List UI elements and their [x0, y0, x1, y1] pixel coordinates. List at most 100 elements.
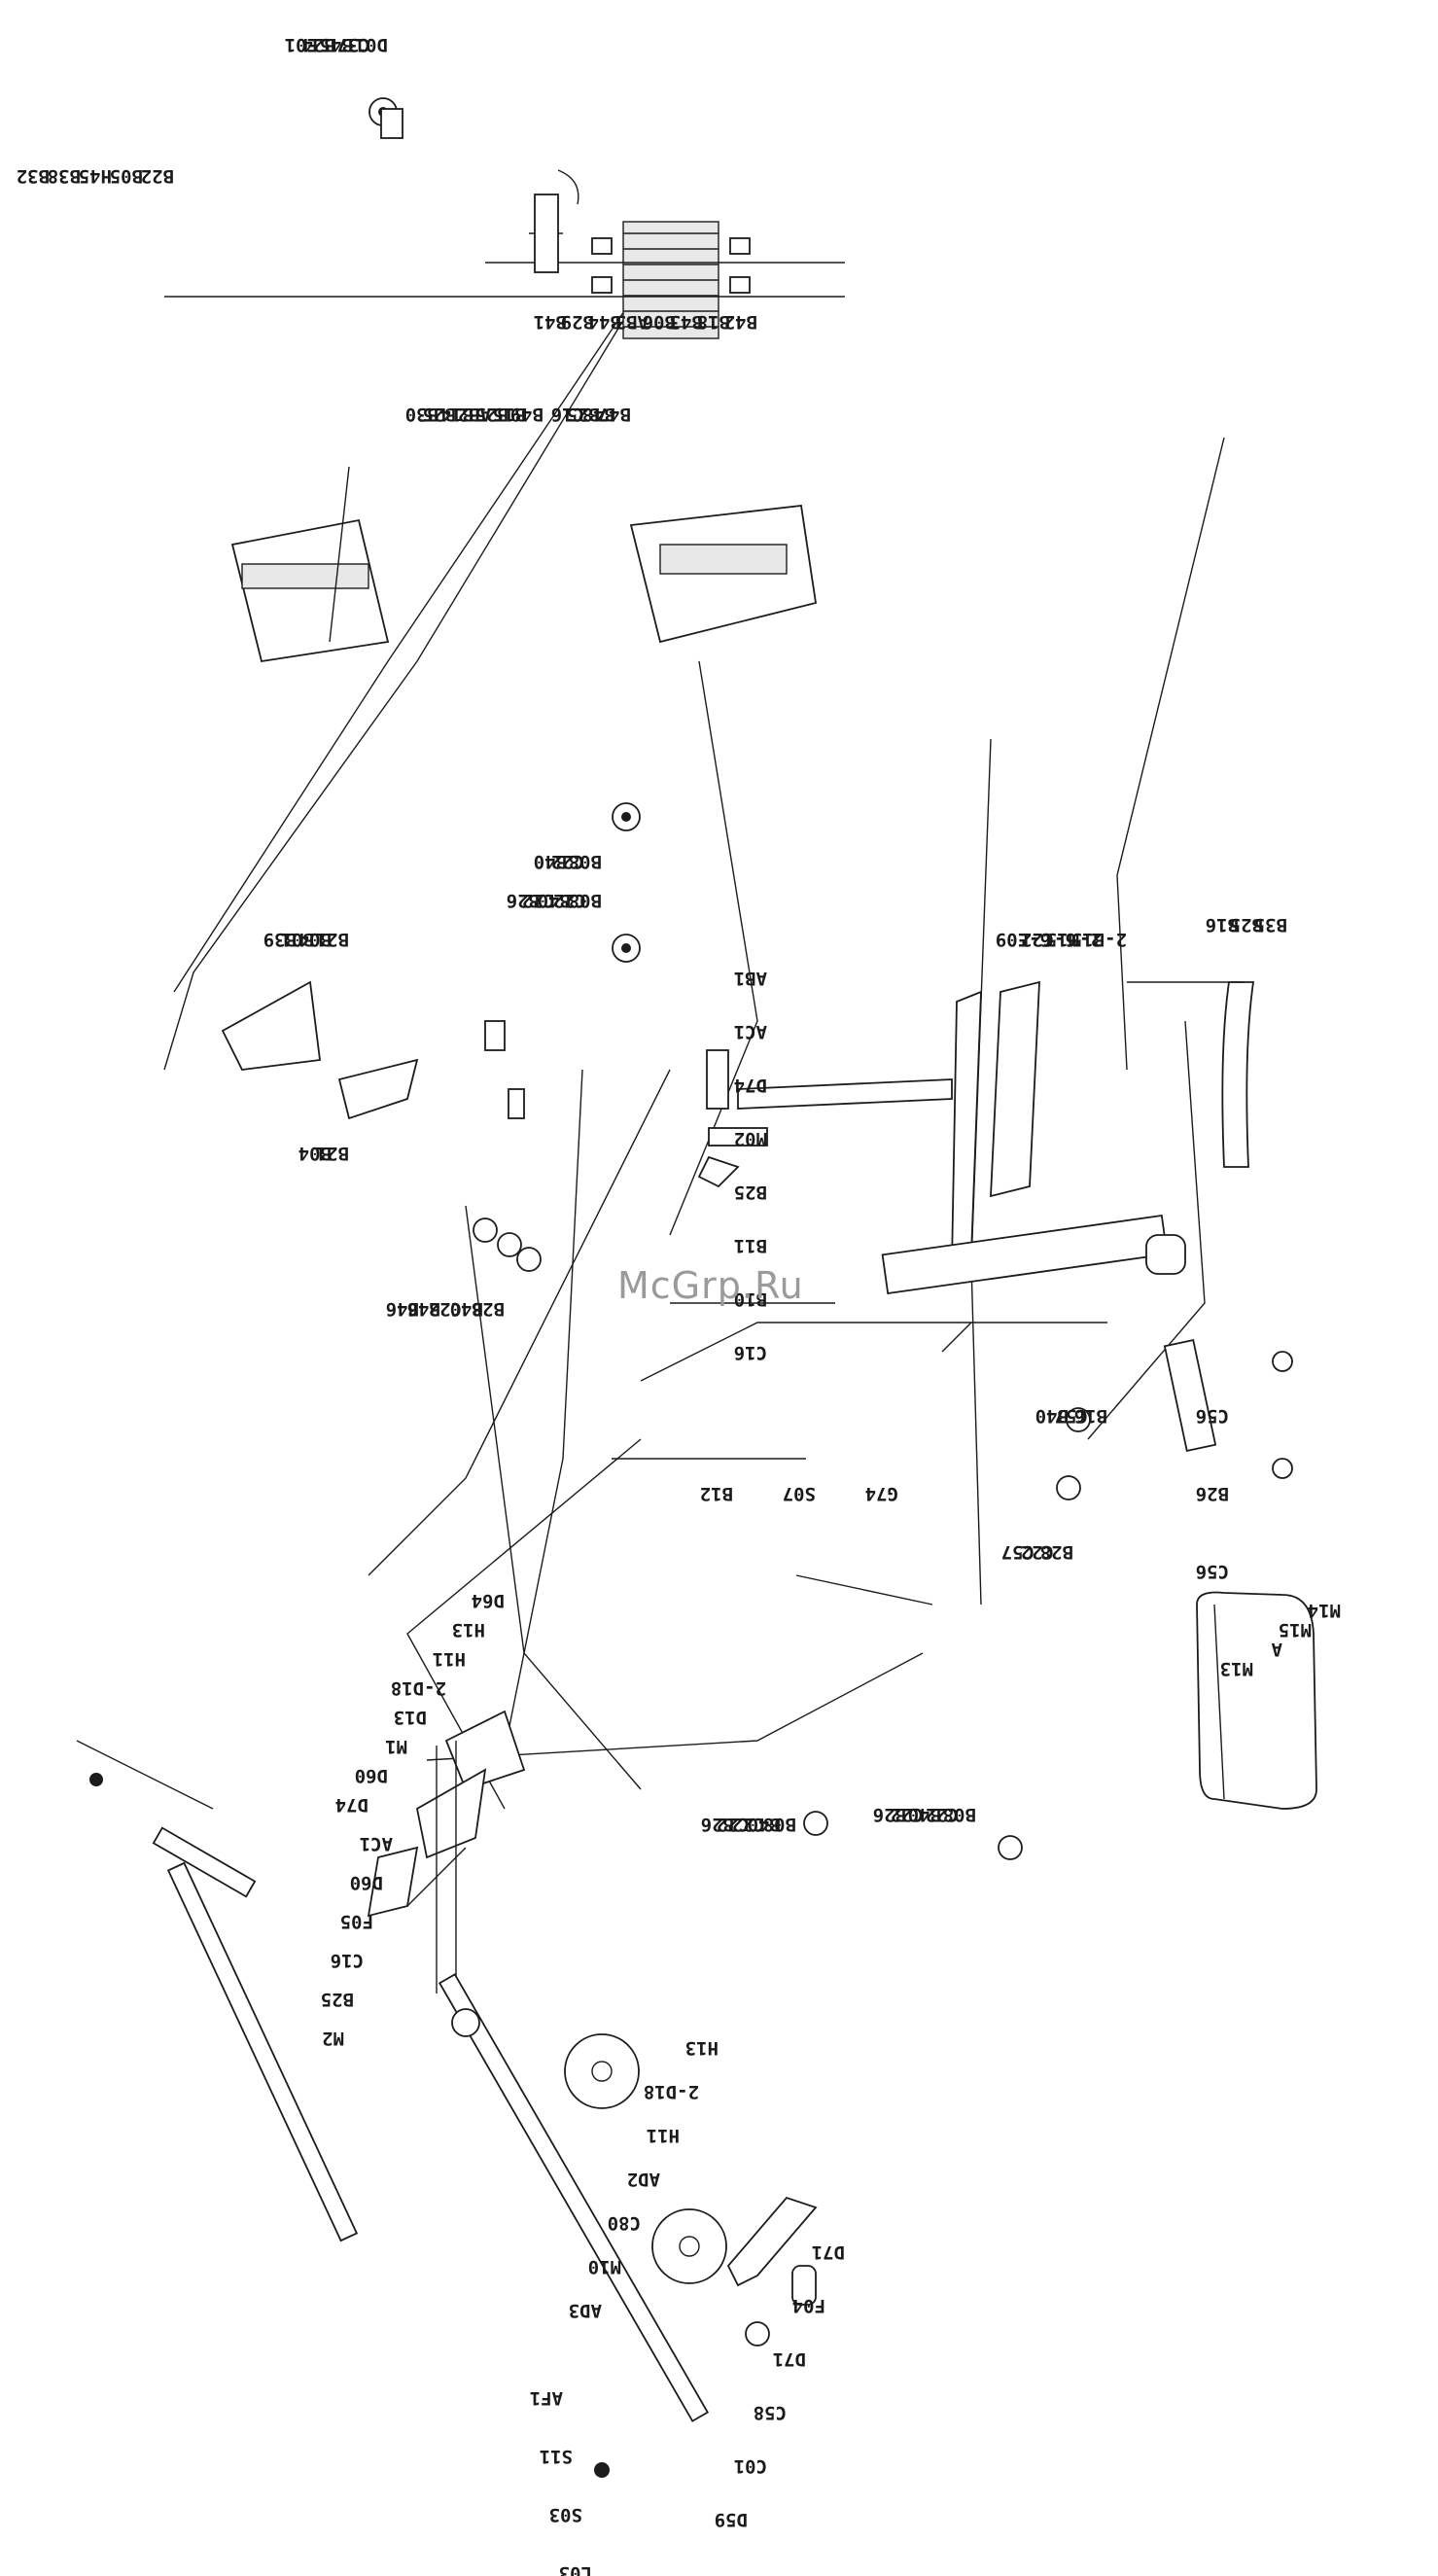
rear-arm — [221, 980, 419, 1120]
part-label: M10 — [588, 2256, 621, 2277]
part-label: M14 — [1308, 1600, 1341, 1621]
part-labels: B42B18B43B06AB3B44B29B41D01C37B45B24E01B… — [17, 34, 1341, 2576]
part-label: D64 — [472, 1590, 505, 1611]
part-label: B48 — [582, 404, 615, 425]
part-label: B08 — [569, 890, 602, 911]
part-label: AB3 — [615, 311, 649, 333]
part-label: AB2 — [458, 404, 491, 425]
part-label: C22 — [553, 890, 586, 911]
part-label: B01 — [281, 929, 314, 950]
part-label: C56 — [1196, 1405, 1229, 1427]
part-label: B18 — [697, 311, 730, 333]
part-label: B26 — [507, 890, 540, 911]
part-label: C57 — [1001, 1541, 1035, 1563]
part-label: H13 — [452, 1619, 485, 1641]
leg-assembly — [76, 1710, 526, 2003]
part-label: C16 — [331, 1950, 364, 1971]
part-label: B11 — [734, 1235, 767, 1256]
part-label: C37 — [337, 34, 370, 55]
part-label: B26 — [873, 1804, 906, 1825]
part-label: B22 — [141, 165, 174, 187]
part-label: D60 — [355, 1765, 388, 1786]
part-label: H45 — [79, 165, 112, 187]
part-label: 2-M15 — [1046, 929, 1102, 950]
part-label: H11 — [433, 1648, 466, 1670]
part-label: C01 — [734, 2455, 767, 2477]
part-label: B16 — [1074, 1405, 1107, 1427]
cam-plates — [564, 2033, 818, 2347]
part-label: AB1 — [734, 968, 767, 989]
cable-rods — [612, 1302, 972, 1606]
part-label: B24 — [302, 34, 335, 55]
part-label: M13 — [1220, 1658, 1253, 1679]
part-label: C22 — [551, 851, 584, 872]
part-label: H11 — [647, 2125, 680, 2146]
part-label: H13 — [685, 2037, 719, 2059]
part-label: B38 — [48, 165, 81, 187]
part-label: C22 — [926, 1804, 959, 1825]
part-label: D01 — [355, 34, 388, 55]
part-label: B40 — [1035, 1405, 1069, 1427]
watermark: McGrp.Ru — [617, 1264, 804, 1307]
part-label: D59 — [715, 2509, 748, 2530]
part-label: AD3 — [569, 2300, 602, 2321]
part-label: C56 — [1196, 1561, 1229, 1582]
part-label: 2-D18 — [644, 2081, 699, 2102]
part-label: B25 — [423, 404, 456, 425]
part-label: B05 — [110, 165, 143, 187]
part-label: D71 — [773, 2348, 806, 2370]
part-label: B25 — [734, 1182, 767, 1203]
part-label: A — [1271, 1639, 1282, 1660]
part-label: B32 — [17, 165, 50, 187]
part-label: B45 — [320, 34, 353, 55]
part-label: B40 — [534, 851, 567, 872]
part-label: 2-B15 — [1071, 929, 1127, 950]
part-label: B40 — [538, 890, 571, 911]
part-label: B42 — [724, 311, 757, 333]
part-label: B40 — [908, 1804, 941, 1825]
part-label: C22 — [1021, 1541, 1054, 1563]
part-label: B40 — [450, 1298, 483, 1320]
seat-pad — [1196, 1591, 1317, 1810]
part-label: B15 — [493, 404, 526, 425]
part-label: S11 — [540, 2446, 573, 2467]
part-label: B10 — [734, 1288, 767, 1310]
part-label: AC1 — [734, 1021, 767, 1042]
shroud-panels — [230, 466, 818, 663]
part-label: B49 — [510, 404, 544, 425]
frame-tube — [166, 1861, 359, 2242]
part-label: S03 — [549, 2504, 582, 2525]
pulleys — [473, 802, 1293, 1860]
part-label: B08 — [943, 1804, 976, 1825]
part-label: AD2 — [627, 2169, 660, 2190]
part-label: 6-E09 — [996, 929, 1051, 950]
part-label: D71 — [812, 2241, 845, 2263]
part-label: F05 — [340, 1911, 373, 1932]
part-label: S07 — [783, 1483, 816, 1504]
part-label: B06 — [643, 311, 676, 333]
main-frame — [484, 980, 1040, 1266]
part-label: B16 — [1206, 914, 1239, 935]
part-label: 6-C22 — [1021, 929, 1076, 950]
part-label: B29 — [561, 311, 594, 333]
part-label: D60 — [350, 1872, 383, 1893]
part-label: B25 — [567, 404, 600, 425]
part-label: B46 — [407, 1298, 440, 1320]
part-label: B30 — [405, 404, 438, 425]
part-label: D74 — [734, 1075, 767, 1096]
